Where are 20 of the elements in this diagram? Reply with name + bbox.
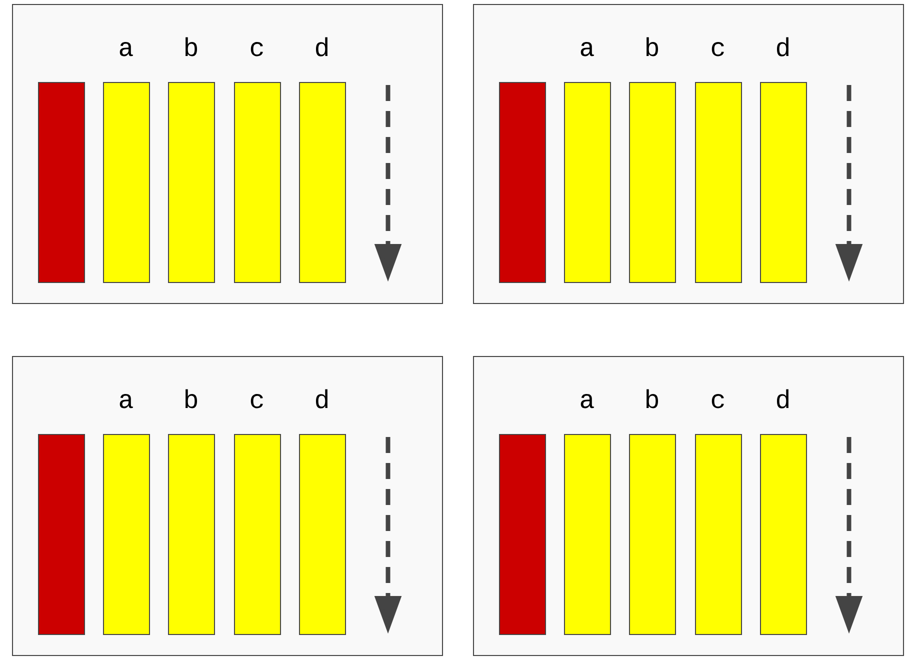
bar-label: d — [776, 389, 788, 408]
bar-label: a — [580, 394, 594, 408]
bar-label: b — [646, 389, 658, 408]
bar-label: a — [580, 42, 594, 56]
bar-label: b — [186, 37, 198, 56]
bar-label: c — [250, 42, 263, 56]
bar-label: c — [712, 394, 724, 408]
bar — [499, 82, 546, 283]
bar-label: d — [316, 389, 328, 408]
bar — [38, 434, 85, 635]
bar-label: d — [776, 37, 788, 56]
bar-label: a — [120, 394, 133, 408]
bar-label: d — [316, 37, 328, 56]
bar-label: c — [250, 394, 263, 408]
bar-label: c — [712, 42, 724, 56]
bar — [38, 82, 85, 283]
bar-label: a — [120, 42, 133, 56]
bar-label: b — [646, 37, 658, 56]
bar-label: b — [186, 389, 198, 408]
bar — [499, 434, 546, 635]
